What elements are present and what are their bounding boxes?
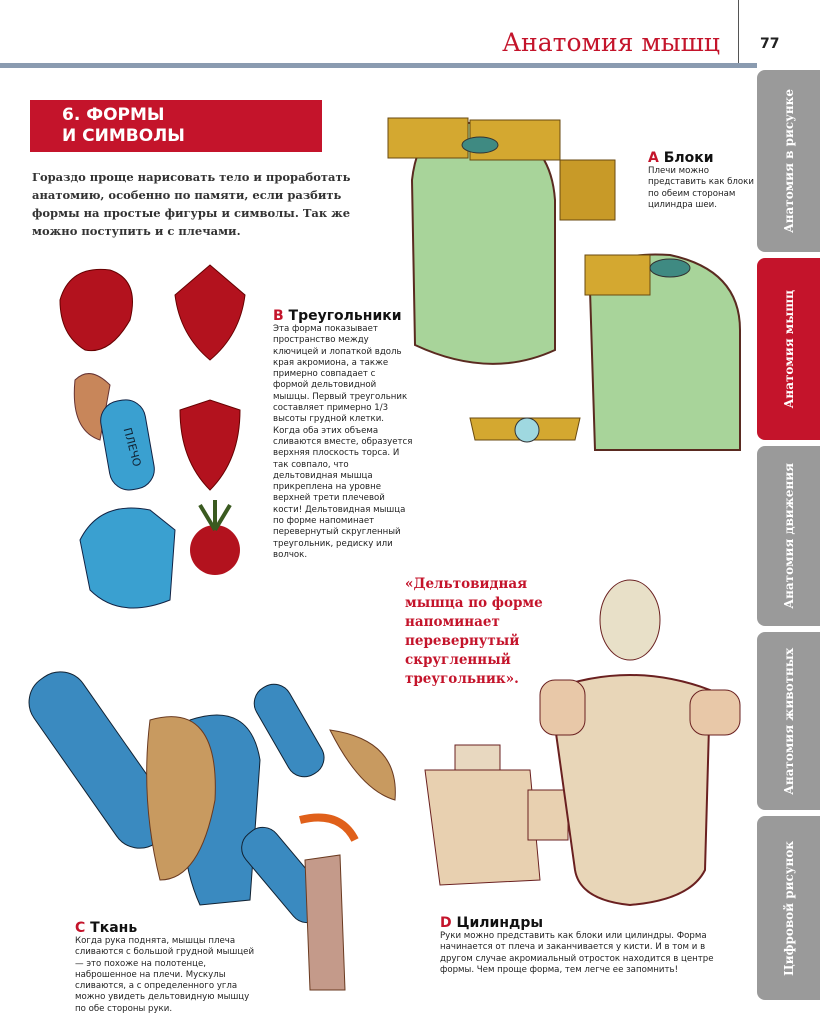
caption-title: Треугольники [288,308,402,324]
caption-title: Блоки [663,150,714,166]
caption-text: Руки можно представить как блоки или цил… [440,931,714,975]
tab-label: Цифровой рисунок [781,840,796,976]
caption-text: Эта форма показывает пространство между … [273,324,413,560]
caption-letter: D [440,915,452,931]
tab-label: Анатомия животных [781,647,796,795]
caption-title: Цилиндры [456,915,544,931]
caption-text: Плечи можно представить как блоки по обе… [648,166,754,210]
caption-triangles: B Треугольники Эта форма показывает прос… [273,308,413,561]
chapter-title: Анатомия мышц [502,28,720,57]
side-tab-movement[interactable]: Анатомия движения [757,446,820,626]
page-number: 77 [760,36,780,52]
intro-paragraph: Гораздо проще нарисовать тело и проработ… [32,170,351,238]
header-rule [0,63,757,68]
caption-fabric: C Ткань Когда рука поднята, мышцы плеча … [75,920,260,1015]
section-banner: 6. ФОРМЫ И СИМВОЛЫ [30,100,322,152]
header-divider [738,0,739,63]
fabric-illustration [28,671,396,991]
section-title-line2: И СИМВОЛЫ [62,126,185,146]
illustrations: ПЛЕЧО [28,117,741,991]
caption-title: Ткань [90,920,138,936]
side-tab-drawing[interactable]: Анатомия в рисунке [757,70,820,252]
side-tab-animals[interactable]: Анатомия животных [757,632,820,810]
triangles-illustration: ПЛЕЧО [59,264,246,609]
caption-text: Когда рука поднята, мышцы плеча сливаютс… [75,936,255,1014]
caption-letter: B [273,308,284,324]
blocks-illustration [387,117,741,451]
side-tab-digital[interactable]: Цифровой рисунок [757,816,820,1000]
pull-quote: «Дельтовидная мышца по форме напоминает … [405,576,543,687]
side-tab-muscles[interactable]: Анатомия мышц [757,258,820,440]
cylinders-illustration [424,579,741,907]
caption-blocks: A Блоки Плечи можно представить как блок… [648,150,758,211]
section-title-line1: 6. ФОРМЫ [62,105,165,125]
caption-letter: C [75,920,86,936]
tab-label: Анатомия мышц [781,289,796,409]
caption-cylinders: D Цилиндры Руки можно представить как бл… [440,915,720,976]
tab-label: Анатомия движения [781,463,796,609]
tab-label: Анатомия в рисунке [781,88,796,234]
caption-letter: A [648,150,659,166]
